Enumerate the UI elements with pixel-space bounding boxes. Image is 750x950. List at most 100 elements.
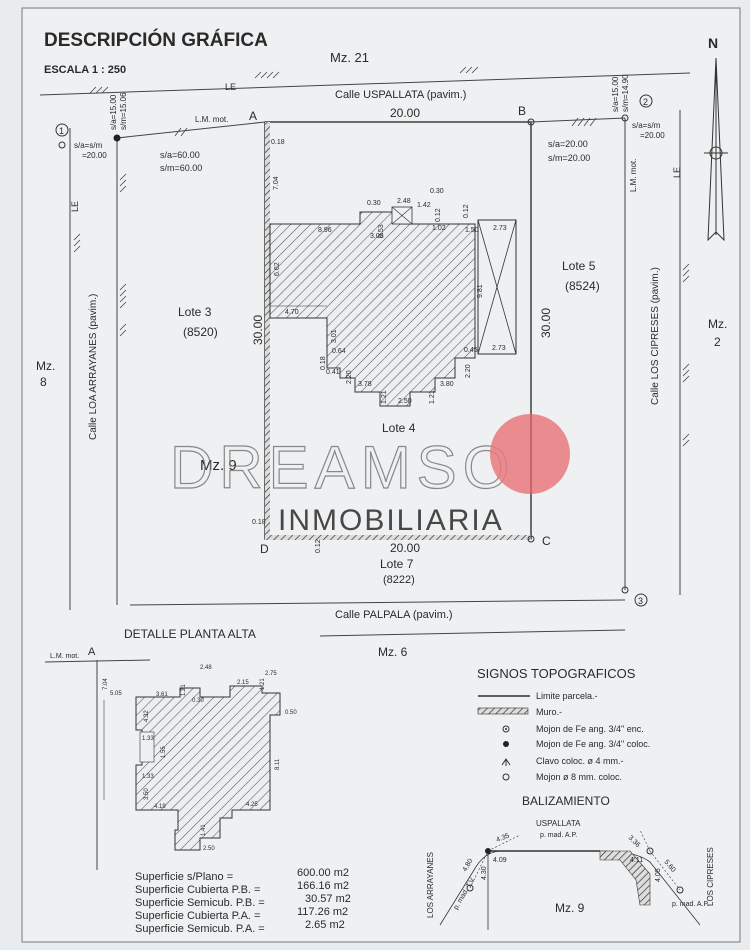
svg-text:4.30: 4.30 <box>481 866 488 880</box>
svg-text:1.33: 1.33 <box>142 736 154 742</box>
block-right-label: Mz. <box>708 317 727 331</box>
left-length: 30.00 <box>251 315 265 345</box>
street-edge-bottom <box>129 599 626 606</box>
svg-text:3: 3 <box>638 596 643 606</box>
street-edge-top <box>39 72 691 96</box>
svg-text:0.41: 0.41 <box>326 369 340 376</box>
baliz-label-0: p. mad. A.P. <box>540 832 577 839</box>
svg-text:1.21: 1.21 <box>429 390 436 404</box>
svg-text:2.73: 2.73 <box>493 225 507 232</box>
signos-item-4: Clavo coloc. ø 4 mm.- <box>536 756 624 766</box>
signos-item-2: Mojon de Fe ang. 3/4" enc. <box>536 724 644 734</box>
svg-text:7.04: 7.04 <box>103 678 109 690</box>
street-edge-bottom-outer <box>319 629 626 637</box>
mojon-enc-icon <box>502 725 510 733</box>
lote4-label: Lote 4 <box>382 421 416 435</box>
svg-text:2.50: 2.50 <box>398 398 412 405</box>
street-right-label: Calle LOS CIPRESES (pavim.) <box>650 267 661 405</box>
mojon-8mm-icon <box>502 773 510 781</box>
upper-void <box>139 731 155 763</box>
baliz-label-2: p. mad. A.P. <box>672 901 709 908</box>
svg-text:0.12: 0.12 <box>315 539 322 553</box>
le-top-label: LE <box>225 82 236 92</box>
bottom-length: 20.00 <box>390 541 420 555</box>
svg-text:2.48: 2.48 <box>397 198 411 205</box>
mojon-coloc-left <box>113 134 121 142</box>
svg-text:2: 2 <box>643 97 648 107</box>
svg-text:4.11: 4.11 <box>630 857 643 864</box>
block-left-label: Mz. <box>36 359 55 373</box>
baliz-street-right: LOS CIPRESES <box>706 847 715 906</box>
watermark-line1: DREAMSO <box>170 434 515 501</box>
block-right-num: 2 <box>714 335 721 349</box>
surface-value-3: 117.26 m2 <box>297 906 348 918</box>
corner-b: B <box>518 104 526 118</box>
corner-a: A <box>249 109 257 123</box>
sa-vert-a-1: s/a=15.00 <box>109 94 118 130</box>
block-center-label: Mz. 9 <box>200 457 237 474</box>
sa-b-2: s/m=20.00 <box>548 153 590 163</box>
svg-text:4.32: 4.32 <box>144 710 150 722</box>
lote7-number: (8222) <box>383 574 415 586</box>
svg-text:2.50: 2.50 <box>203 846 215 852</box>
upper-floor-footprint <box>135 685 281 851</box>
watermark-dot <box>490 414 570 494</box>
baliz-street-left: LOS ARRAYANES <box>426 852 435 918</box>
semicovered-cross-2 <box>477 219 517 355</box>
wall-bottom <box>265 535 531 540</box>
surface-label-3: Superficie Cubierta P.A. = <box>135 910 260 922</box>
lm-line-top <box>116 121 266 139</box>
corner-marker-1: 1 <box>55 123 69 149</box>
svg-text:4.70: 4.70 <box>285 309 299 316</box>
lm-top-label: L.M. mot. <box>195 115 228 124</box>
lm-right-label: L.M. mot. <box>629 159 638 192</box>
svg-text:7.04: 7.04 <box>273 176 280 190</box>
block-left-num: 8 <box>40 375 47 389</box>
mojon-coloc-icon <box>503 741 509 747</box>
svg-text:0.12: 0.12 <box>435 208 442 222</box>
surface-value-2: 30.57 m2 <box>305 893 351 905</box>
street-hatch-top <box>89 66 479 94</box>
svg-text:0.18: 0.18 <box>271 139 285 146</box>
watermark-line2: INMOBILIARIA <box>278 504 504 537</box>
lote7-label: Lote 7 <box>380 557 414 571</box>
svg-text:0.12: 0.12 <box>463 204 470 218</box>
svg-text:1.21: 1.21 <box>381 390 388 404</box>
svg-text:2.73: 2.73 <box>492 345 506 352</box>
sa-left-1: s/a=s/m <box>74 141 103 150</box>
svg-text:5.05: 5.05 <box>110 691 122 697</box>
clavo-icon <box>501 758 511 766</box>
street-top-label: Calle USPALLATA (pavim.) <box>335 89 466 101</box>
stair-cross-2 <box>391 206 413 225</box>
page-title: DESCRIPCIÓN GRÁFICA <box>44 29 268 51</box>
lm-line-top-right <box>530 117 626 123</box>
surface-value-4: 2.65 m2 <box>305 919 345 931</box>
upper-floor-title: DETALLE PLANTA ALTA <box>124 627 256 641</box>
corner-d: D <box>260 542 269 556</box>
svg-text:9.81: 9.81 <box>477 284 484 298</box>
svg-text:0.30: 0.30 <box>367 200 381 207</box>
sa-a-1: s/a=60.00 <box>160 150 200 160</box>
svg-text:0.53: 0.53 <box>378 224 385 238</box>
street-left-label: Calle LOA ARRAYANES (pavim.) <box>88 294 99 440</box>
sa-right-1: s/a=s/m <box>632 121 661 130</box>
svg-text:4.35: 4.35 <box>495 833 510 844</box>
sa-left-2: =20.00 <box>82 151 107 160</box>
surface-value-0: 600.00 m2 <box>297 867 349 879</box>
street-bottom-label: Calle PALPALA (pavim.) <box>335 609 453 621</box>
upper-floor-lm: L.M. mot. <box>50 653 79 660</box>
svg-text:1.41: 1.41 <box>201 824 207 836</box>
svg-text:1.21: 1.21 <box>260 678 266 690</box>
signos-item-0: Limite parcela.- <box>536 691 598 701</box>
block-top-label: Mz. 21 <box>330 50 369 65</box>
svg-text:3.50: 3.50 <box>144 788 150 800</box>
scale-label: ESCALA 1 : 250 <box>44 64 126 76</box>
street-hatch-left <box>73 173 127 337</box>
svg-text:4.25: 4.25 <box>246 802 258 808</box>
signos-legend: Limite parcela.- Muro.- Mojon de Fe ang.… <box>477 691 650 782</box>
baliz-block: Mz. 9 <box>555 901 585 915</box>
mojon-enc-dot <box>505 728 507 730</box>
north-arrow-icon: N <box>704 35 728 242</box>
signos-item-3: Mojon de Fe ang. 3/4" coloc. <box>536 739 650 749</box>
